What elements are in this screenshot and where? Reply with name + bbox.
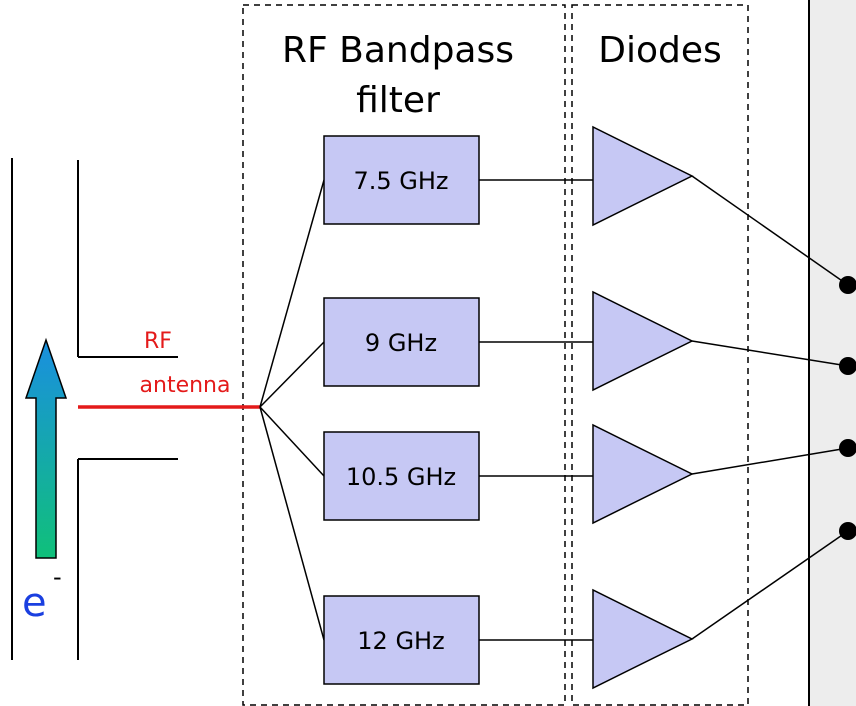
filter-header-line2: filter — [356, 80, 440, 121]
diode-triangle — [592, 588, 694, 690]
filter-12ghz: 12 GHz — [323, 595, 480, 685]
filter-label: 7.5 GHz — [353, 167, 448, 195]
filter-header-line1: RF Bandpass — [282, 30, 514, 71]
filter-box — [323, 135, 480, 225]
filter-label: 10.5 GHz — [346, 463, 456, 491]
diode-triangle — [592, 423, 694, 525]
output-terminal — [839, 357, 856, 375]
output-terminal — [839, 276, 856, 294]
filter-label: 9 GHz — [365, 329, 437, 357]
diode-group-box — [571, 4, 749, 706]
diode-output-wire — [691, 175, 849, 286]
electron-charge-superscript: - — [53, 563, 62, 591]
splitter-line — [259, 179, 325, 408]
electron-direction-arrow — [24, 337, 68, 559]
splitter-line — [259, 341, 325, 408]
diode-output-wire — [691, 340, 849, 367]
diode-triangle — [592, 125, 694, 227]
diode-triangle — [592, 290, 694, 392]
filter-7-5ghz: 7.5 GHz — [323, 135, 480, 225]
splitter-line — [259, 406, 325, 477]
splitter-line — [259, 406, 325, 641]
antenna-label-line1: RF — [144, 329, 172, 354]
filter-group-box — [242, 4, 566, 706]
output-terminal — [839, 522, 856, 540]
diode-output-wire — [691, 447, 849, 475]
filter-box — [323, 595, 480, 685]
diode-output-wire — [691, 530, 849, 640]
readout-panel — [809, 0, 856, 706]
filter-box — [323, 431, 480, 521]
electron-symbol: e — [22, 580, 47, 626]
antenna-label-line2: antenna — [140, 373, 231, 398]
filter-box — [323, 297, 480, 387]
filter-9ghz: 9 GHz — [323, 297, 480, 387]
filter-10-5ghz: 10.5 GHz — [323, 431, 480, 521]
diodes-header: Diodes — [598, 30, 722, 71]
output-terminal — [839, 439, 856, 457]
filter-label: 12 GHz — [357, 627, 444, 655]
